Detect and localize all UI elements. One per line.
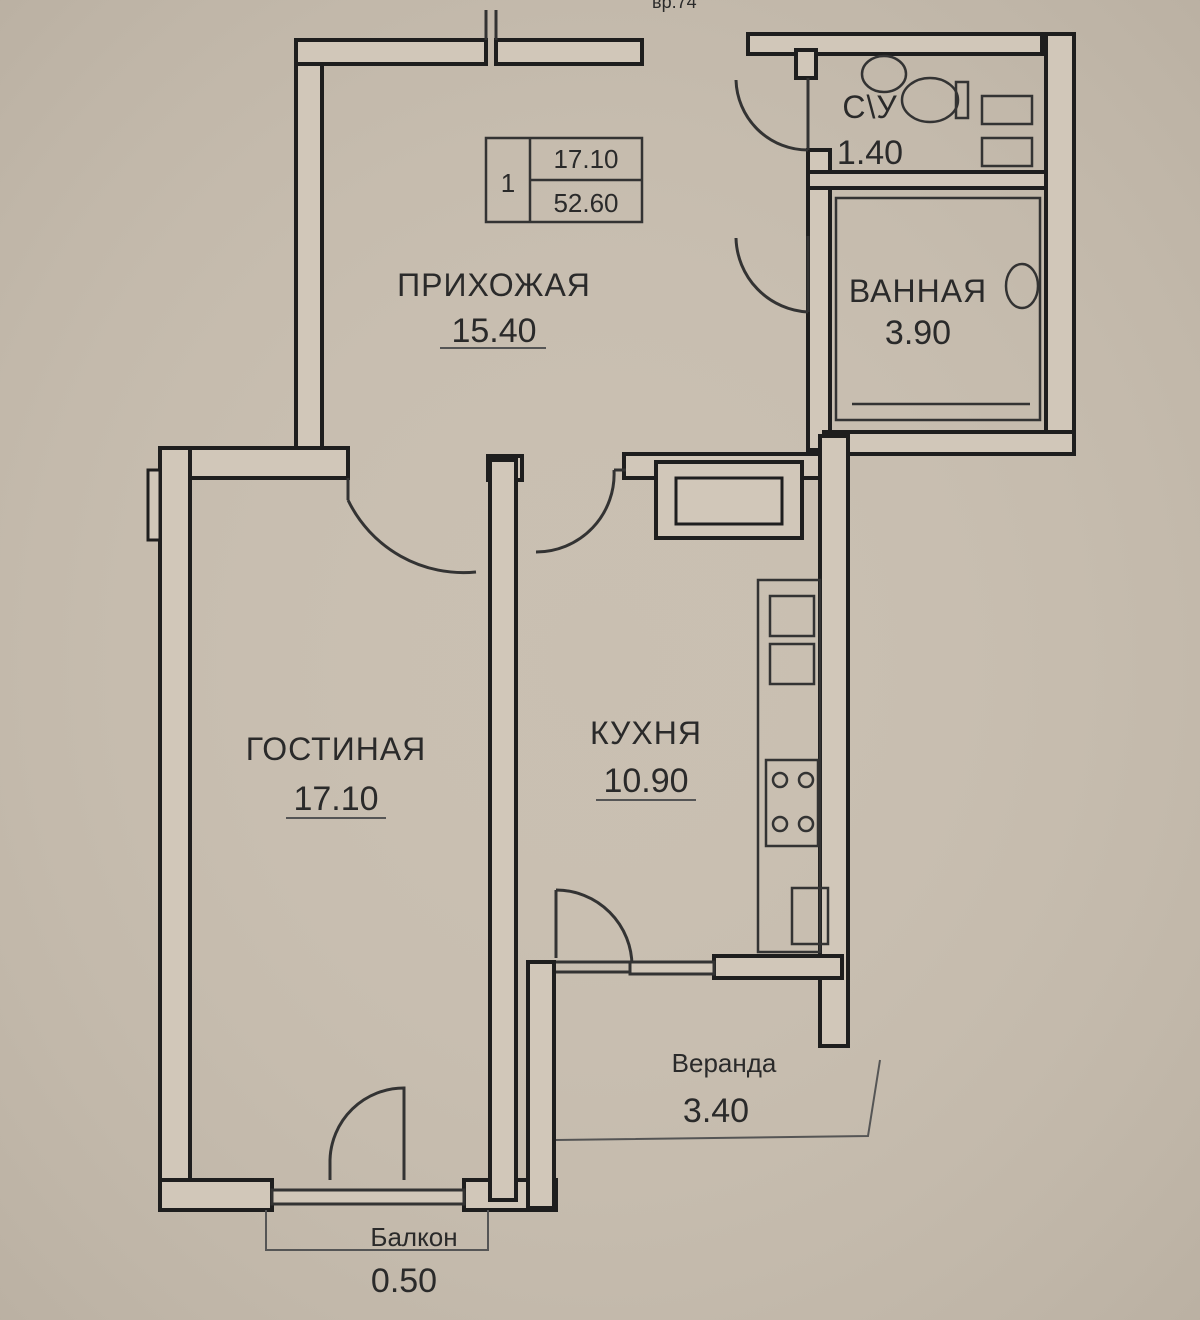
wall-hallway-top-left [294, 38, 488, 66]
door-balcony-swing [328, 1086, 406, 1180]
wall-bath-bottom [822, 430, 1076, 456]
wall-living-bottom-left [158, 1178, 274, 1212]
door-living-swing [346, 478, 477, 575]
doors [328, 10, 810, 1180]
door-veranda-swing [554, 888, 634, 967]
door-bath-swing [734, 236, 810, 314]
summary-living-area: 17.10 [553, 144, 618, 174]
summary-rooms: 1 [501, 168, 515, 198]
balcony-name: Балкон [370, 1222, 457, 1252]
outdoor-outlines [265, 1059, 881, 1251]
balcony-window [270, 1188, 466, 1206]
ventilation-shaft [654, 460, 804, 540]
fixtures [756, 54, 1042, 954]
kitchen-small-sink [790, 886, 830, 946]
bath-sink [1004, 262, 1040, 310]
wall-veranda-left [526, 960, 556, 1210]
toilet-tank [954, 80, 970, 120]
walls [158, 32, 1076, 1212]
balcony-outline [265, 1210, 489, 1251]
header-fragment: вр.74 [652, 0, 697, 12]
ventilation-shaft-inner [674, 476, 784, 526]
wall-kitchen-bottom [712, 954, 844, 980]
summary-total-area: 52.60 [553, 188, 618, 218]
wall-hallway-left [294, 38, 324, 462]
window-left-outer [146, 468, 162, 542]
wc-name: С\У [842, 89, 897, 125]
wc-shelf-1 [980, 94, 1034, 126]
kitchen-sink-1 [768, 594, 816, 638]
kitchen-area: 10.90 [603, 762, 688, 800]
living-room-area: 17.10 [293, 780, 378, 818]
wall-wc-bath [806, 170, 1050, 190]
bathroom-area: 3.90 [885, 314, 951, 352]
veranda-name: Веранда [672, 1048, 777, 1078]
hallway-area: 15.40 [451, 312, 536, 350]
stove [764, 758, 820, 848]
wall-wc-top [746, 32, 1044, 56]
veranda-outline [555, 1059, 881, 1141]
door-wc-swing [734, 78, 810, 152]
room-labels: ПРИХОЖАЯ 15.40 С\У 1.40 ВАННАЯ 3.90 ГОСТ… [246, 89, 987, 1300]
wall-hallway-wc-stub [794, 48, 818, 80]
wall-living-kitchen [488, 458, 518, 1202]
door-kitchen-swing [535, 468, 626, 554]
wall-hallway-right [806, 148, 832, 452]
kitchen-sink-2 [768, 642, 816, 686]
wc-shelf-2 [980, 136, 1034, 168]
hallway-name: ПРИХОЖАЯ [397, 267, 591, 303]
toilet-bowl [900, 76, 960, 124]
bathroom-name: ВАННАЯ [849, 273, 987, 309]
living-room-name: ГОСТИНАЯ [246, 731, 427, 767]
wall-apartment-right [1044, 32, 1076, 456]
kitchen-name: КУХНЯ [590, 715, 702, 751]
wc-area: 1.40 [837, 134, 903, 172]
bathtub [834, 196, 1042, 422]
wall-living-left [158, 446, 192, 1210]
balcony-area: 0.50 [371, 1262, 437, 1300]
wc-sink [860, 54, 908, 94]
kitchen-counter [756, 578, 822, 954]
wall-hallway-top-right [494, 38, 644, 66]
veranda-opening [556, 960, 716, 976]
veranda-area: 3.40 [683, 1092, 749, 1130]
summary-box: 1 17.10 52.60 [484, 136, 644, 224]
